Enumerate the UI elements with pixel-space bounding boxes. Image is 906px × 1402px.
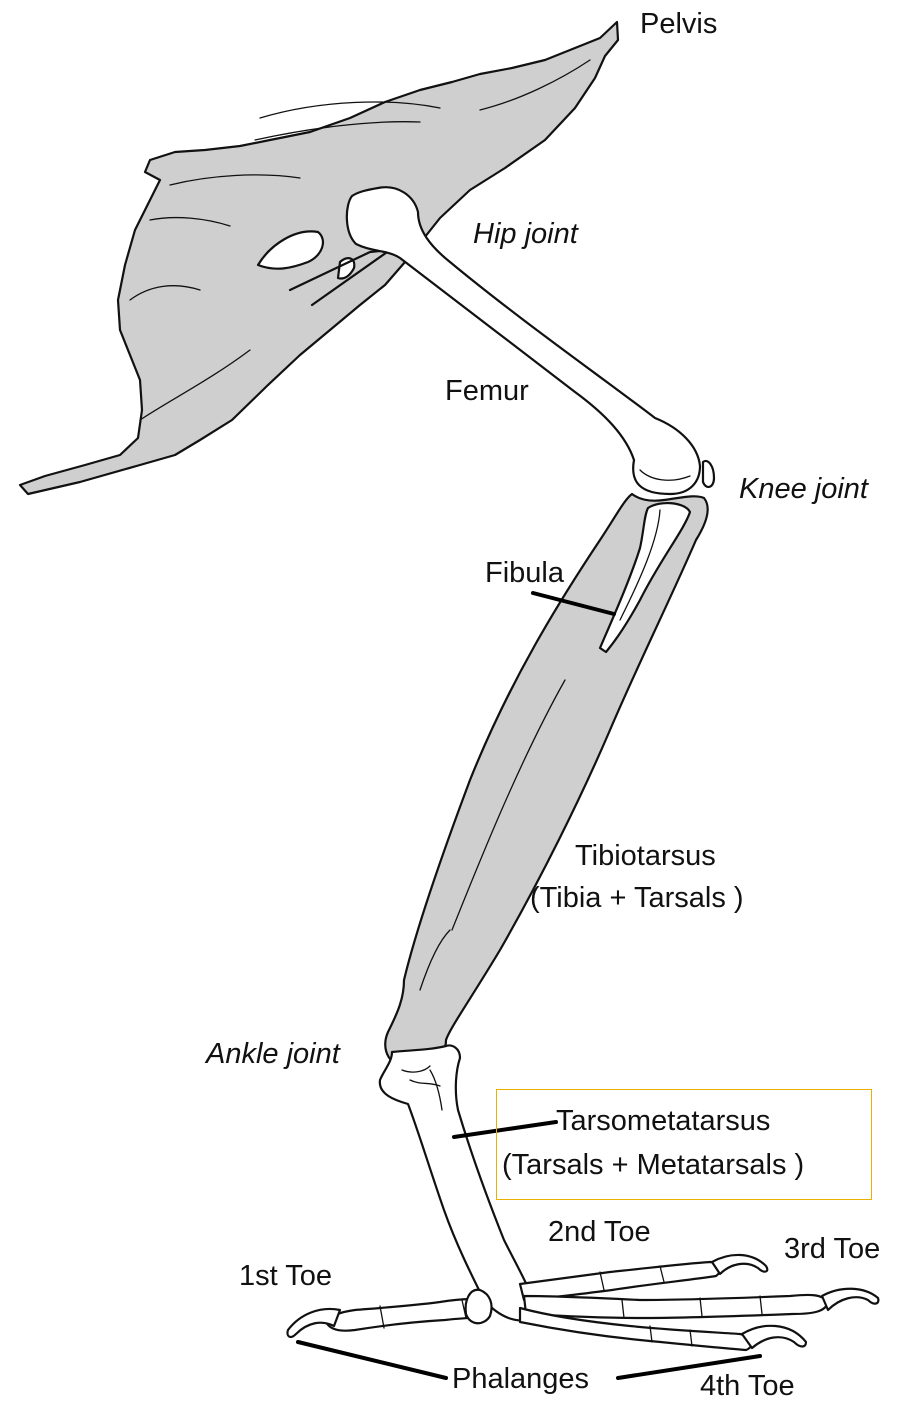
tibiotarsus-label: Tibiotarsus [575, 842, 716, 871]
fibula-label: Fibula [485, 559, 564, 588]
phalanges-label: Phalanges [452, 1365, 589, 1394]
tarsometatarsus-detail-label: (Tarsals + Metatarsals ) [502, 1151, 804, 1180]
hip-joint-label: Hip joint [473, 220, 578, 249]
fourth-toe-label: 4th Toe [700, 1372, 795, 1401]
ankle-joint-label: Ankle joint [206, 1040, 340, 1069]
knee-joint-label: Knee joint [739, 475, 868, 504]
phalanges-leader-line-left [298, 1342, 446, 1378]
second-toe-label: 2nd Toe [548, 1218, 651, 1247]
femur-label: Femur [445, 377, 529, 406]
pelvis-label: Pelvis [640, 10, 717, 39]
first-toe-label: 1st Toe [239, 1262, 332, 1291]
third-toe-label: 3rd Toe [784, 1235, 880, 1264]
pelvis-bone [20, 22, 618, 494]
second-toe-bones [520, 1255, 767, 1300]
tibiotarsus-detail-label: (Tibia + Tarsals ) [530, 884, 744, 913]
tarsometatarsus-label: Tarsometatarsus [556, 1107, 770, 1136]
first-toe-bones [287, 1290, 491, 1337]
